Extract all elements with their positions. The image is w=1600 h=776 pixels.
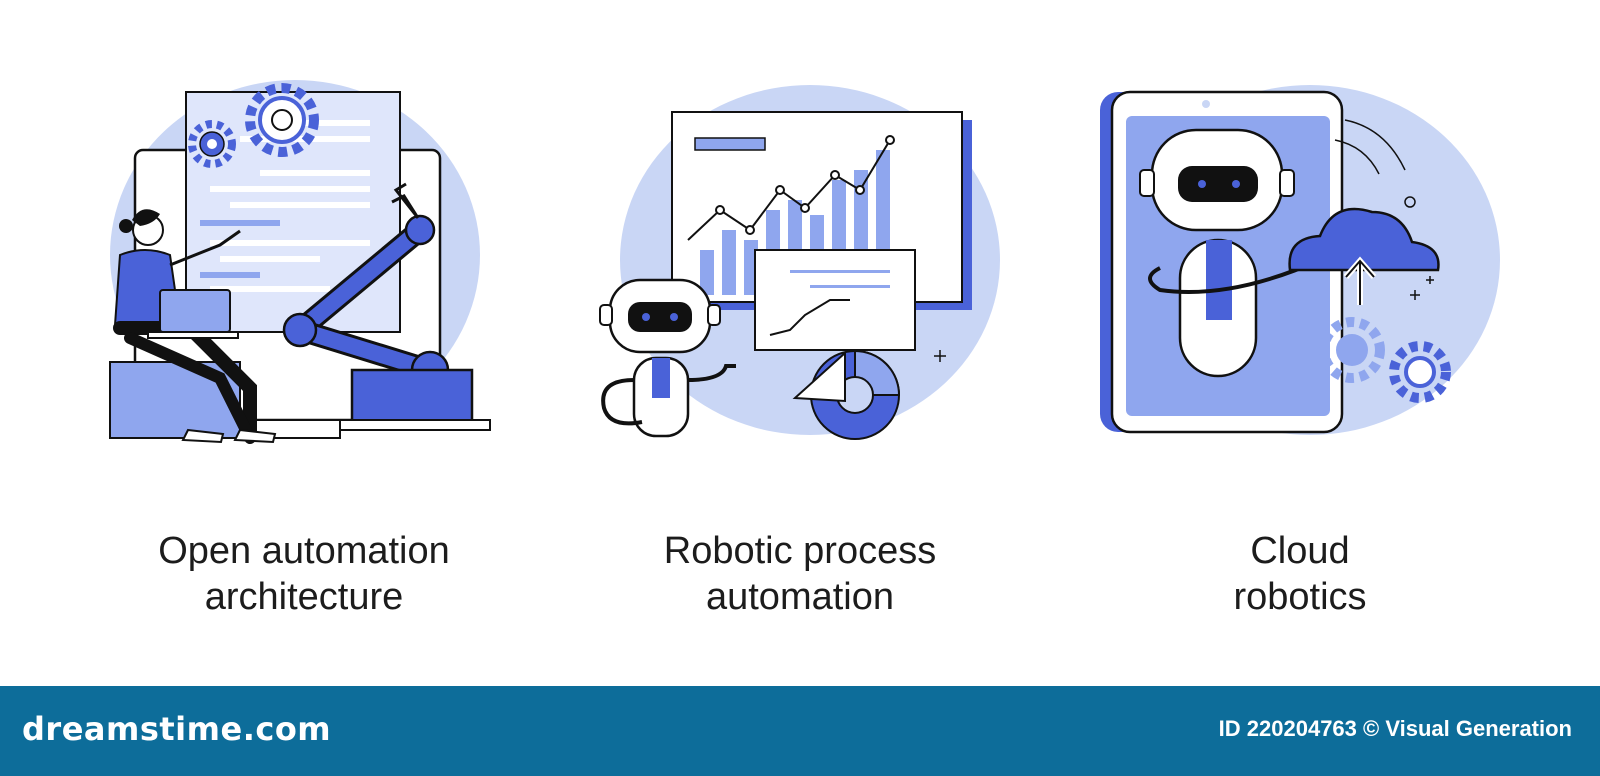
caption-cloud-robotics: Cloud robotics xyxy=(1070,528,1530,620)
caption-line: architecture xyxy=(204,576,404,618)
small-panel-lines xyxy=(790,270,890,288)
caption-line: Robotic process xyxy=(663,530,937,572)
laptop-icon xyxy=(159,289,231,333)
cloud-robotics-svg xyxy=(1100,85,1500,435)
sparkle-icon xyxy=(1410,276,1434,300)
pie-chart-icon xyxy=(792,349,901,440)
cloud-upload-icon xyxy=(1288,207,1440,305)
small-chart-line xyxy=(769,299,850,336)
automation-architecture-svg xyxy=(109,80,491,444)
caption-line: robotics xyxy=(1233,576,1367,618)
phone-camera xyxy=(1202,100,1210,108)
robotic-process-illustration xyxy=(590,80,1010,460)
small-gear-icon xyxy=(188,120,236,168)
caption-robotic-process-automation: Robotic process automation xyxy=(570,528,1030,620)
woman-with-laptop-figure xyxy=(113,209,277,444)
robotic-arm-figure xyxy=(282,182,491,431)
footer-bar: dreamstime.com ID 220204763 © Visual Gen… xyxy=(0,686,1600,776)
document-highlights xyxy=(200,220,280,278)
sparkle-icon xyxy=(934,350,946,362)
caption-line: automation xyxy=(705,576,894,618)
robot-figure xyxy=(599,278,736,438)
caption-line: Open automation xyxy=(158,530,450,572)
gear-icon xyxy=(1319,317,1451,403)
chart-title-bar xyxy=(694,137,766,151)
large-gear-icon xyxy=(245,83,319,157)
illustration-stage: Open automation architecture Robotic pro… xyxy=(74,80,1530,620)
robot-figure xyxy=(1139,128,1321,378)
footer-brand-logo[interactable]: dreamstime.com xyxy=(22,710,332,748)
chart-points xyxy=(715,135,895,235)
caption-open-automation-architecture: Open automation architecture xyxy=(74,528,534,620)
caption-line: Cloud xyxy=(1250,530,1350,572)
robotic-process-svg xyxy=(599,85,1000,440)
footer-credit-text: ID 220204763 © Visual Generation xyxy=(1218,716,1572,741)
signal-arc-icon xyxy=(1334,119,1416,208)
cloud-robotics-illustration xyxy=(1090,80,1510,460)
automation-architecture-illustration xyxy=(90,80,510,460)
